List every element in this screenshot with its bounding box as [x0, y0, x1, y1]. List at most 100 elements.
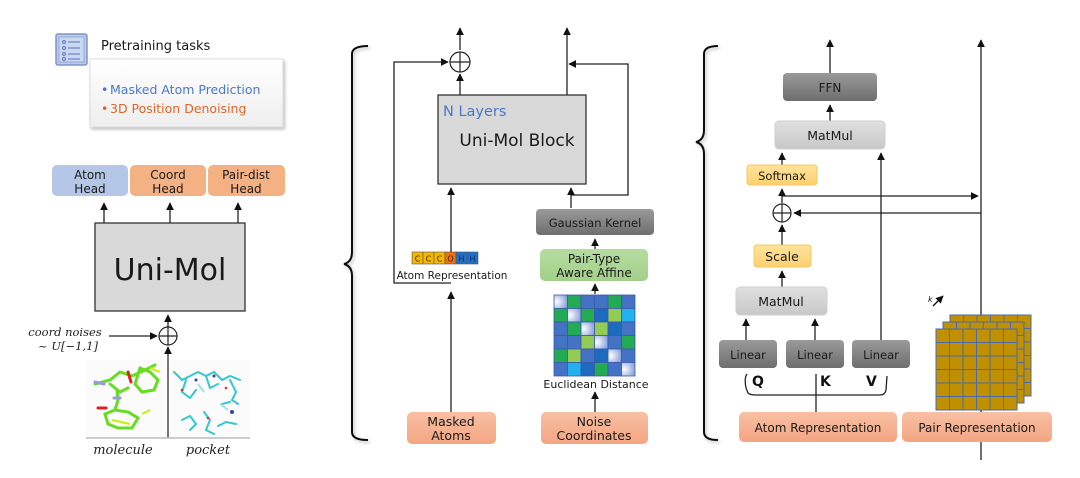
unimol-block [437, 94, 587, 185]
attention-panel: FFN MatMul Softmax Scale MatMul Linear L… [719, 39, 1052, 460]
masked-atoms-box [407, 412, 496, 444]
matrix-cell [553, 348, 568, 363]
linear-k-box [786, 340, 844, 368]
unimol-box: Uni-Mol [94, 222, 246, 312]
molecule-image [86, 360, 166, 438]
add-icon [158, 326, 178, 346]
n-layers-label: N Layers [443, 104, 506, 120]
matrix-cell [607, 294, 622, 309]
matrix-cell [594, 308, 609, 323]
matmul-bottom-label: MatMul [758, 294, 804, 309]
matrix-cell [553, 362, 568, 377]
matrix-cell [553, 335, 568, 350]
brace-left [343, 45, 369, 441]
ffn-box [783, 73, 877, 101]
matrix-cell [594, 321, 609, 336]
matrix-cell [607, 321, 622, 336]
unimol-block-title: Uni-Mol Block [459, 131, 574, 151]
matrix-cell [580, 348, 595, 363]
v-label: V [866, 374, 877, 390]
matrix-cell [607, 335, 622, 350]
matrix-cell [567, 335, 582, 350]
gaussian-kernel-box [536, 209, 654, 235]
add-icon [772, 203, 792, 223]
coord-head-line2: Head [152, 182, 183, 196]
matrix-cell [567, 294, 582, 309]
atom-token-label: C [426, 255, 432, 264]
euclidean-distance-label: Euclidean Distance [543, 378, 648, 391]
brace-right [695, 45, 719, 441]
pair-representation-label: Pair Representation [918, 421, 1035, 435]
matrix-cell [580, 362, 595, 377]
q-label: Q [752, 374, 764, 390]
matrix-cell [607, 348, 622, 363]
matrix-cell [607, 362, 622, 377]
matrix-cell [580, 308, 595, 323]
qkv-bracket [744, 373, 888, 396]
pocket-label: pocket [186, 443, 231, 458]
softmax-label: Softmax [758, 169, 806, 183]
linear-q-label: Linear [730, 348, 766, 362]
affine-label-line2: Aware Affine [556, 266, 632, 280]
matrix-cell [607, 308, 622, 323]
pair-dist-head-line2: Head [230, 182, 261, 196]
atom-token [466, 251, 479, 265]
matrix-cell [580, 294, 595, 309]
scale-label: Scale [765, 249, 799, 264]
matmul-top-box [774, 120, 886, 150]
pair-type-affine-box [540, 249, 648, 281]
masked-atoms-line2: Atoms [431, 428, 471, 443]
linear-v-label: Linear [863, 348, 899, 362]
atom-representation-label-right: Atom Representation [755, 421, 882, 435]
matrix-cell [621, 348, 636, 363]
matrix-cell [621, 335, 636, 350]
noise-coords-line1: Noise [577, 414, 612, 429]
matrix-cell [594, 348, 609, 363]
matrix-cell [553, 308, 568, 323]
linear-q-box [719, 340, 777, 368]
heads: Atom Head Coord Head Pair-dist Head [52, 165, 285, 196]
gaussian-kernel-label: Gaussian Kernel [549, 216, 642, 230]
pair-layer [935, 328, 1018, 411]
atom-token-label: C [437, 255, 443, 264]
coord-head-line1: Coord [150, 168, 185, 182]
matrix-cell [553, 321, 568, 336]
matrix-cell [567, 362, 582, 377]
matrix-cell [621, 294, 636, 309]
matrix-cell [621, 362, 636, 377]
matmul-top-label: MatMul [807, 128, 853, 143]
add-icon [449, 51, 471, 73]
scale-box [753, 244, 812, 268]
matrix-cell [594, 294, 609, 309]
coord-head: Coord Head [130, 165, 206, 196]
pocket-image [170, 360, 250, 438]
euclidean-distance-matrix [553, 294, 636, 377]
tasks-box [89, 58, 284, 128]
atom-token-label: H [458, 255, 464, 264]
matrix-cell [567, 348, 582, 363]
checklist-icon [55, 33, 88, 66]
unimol-block-panel: N Layers Uni-Mol Block Gaussian Kernel P… [393, 27, 654, 444]
k-dimension-label: k [928, 295, 933, 304]
matrix-cell [567, 308, 582, 323]
pair-dist-head-line1: Pair-dist [222, 168, 270, 182]
pair-dist-head: Pair-dist Head [208, 165, 285, 196]
masked-atoms-line1: Masked [427, 414, 474, 429]
atom-token-label: H [469, 255, 475, 264]
pair-representation-box [902, 412, 1052, 442]
pair-representation-tensor [935, 314, 1032, 411]
residual-atom-loop [393, 58, 451, 284]
linear-k-label: Linear [797, 348, 833, 362]
matrix-cell [594, 335, 609, 350]
matrix-cell [580, 321, 595, 336]
task-masked-atom-prediction: Masked Atom Prediction [110, 82, 260, 97]
k-label: K [820, 374, 832, 390]
matrix-cell [621, 308, 636, 323]
linear-v-box [852, 340, 910, 368]
atom-representation-label: Atom Representation [397, 270, 508, 282]
atom-token-label: O [447, 255, 453, 264]
noise-coordinates-box [541, 412, 648, 444]
matrix-cell [567, 321, 582, 336]
